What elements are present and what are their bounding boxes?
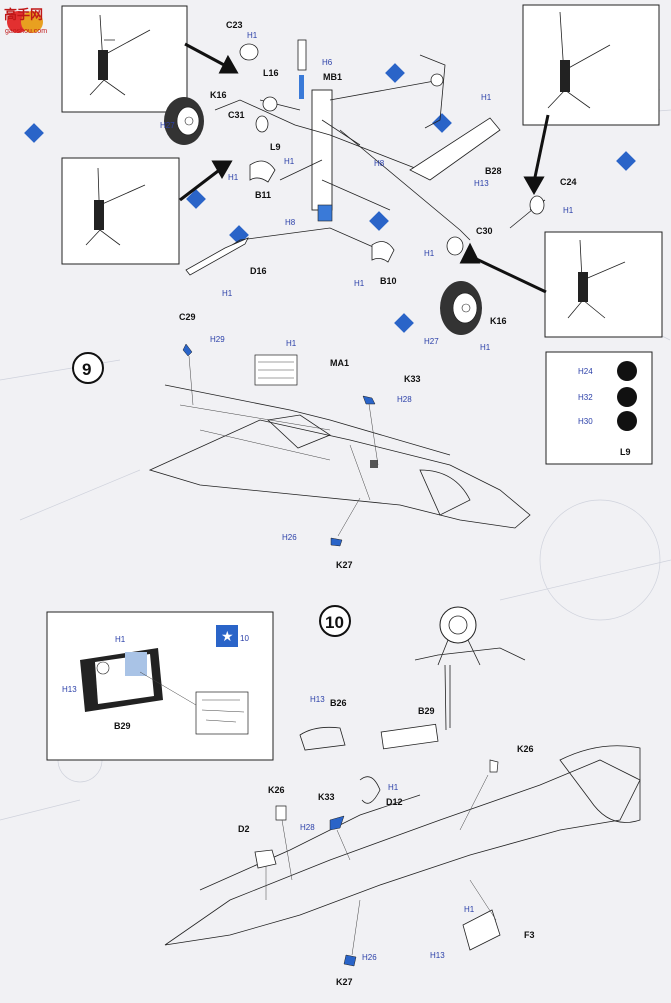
step10-fuselage — [164, 723, 641, 967]
ref-k16-h27: H27 — [160, 121, 175, 130]
label-b26: B26 — [330, 698, 347, 708]
watermark-subtext: gaoshou.com — [5, 28, 47, 35]
b29-detail-inset: ★ 10 H1 H13 B29 — [46, 611, 274, 761]
blue-diamond-markers — [24, 63, 636, 333]
inset-gear-view-top-left — [61, 5, 188, 113]
ref-f3-h13: H13 — [430, 951, 445, 960]
label-c23: C23 — [226, 20, 243, 30]
inset-gear-view-top-right — [522, 4, 660, 126]
legend-ref-1: H24 — [578, 367, 593, 376]
step10-part-labels: B26 B29 K26 K26 K33 D12 D2 F3 K27 — [238, 698, 535, 987]
label-l9: L9 — [270, 142, 281, 152]
label-b29-inset: B29 — [114, 721, 131, 731]
label-d16: D16 — [250, 266, 267, 276]
l9-color-legend: H24 H32 H30 L9 — [545, 351, 653, 465]
ref-c30-h1: H1 — [424, 249, 435, 258]
label-c24: C24 — [560, 177, 577, 187]
watermark: 高手网 gaoshou.com — [4, 7, 47, 35]
label-c29: C29 — [179, 312, 196, 322]
ref-c23-h1: H1 — [247, 31, 258, 40]
small-gear-parts — [239, 43, 546, 256]
legend-ref-3: H30 — [578, 417, 593, 426]
ref-b11-h1: H1 — [228, 173, 239, 182]
step9-part-labels: C23 L16 MB1 K16 C31 L9 B28 B11 C24 D16 B… — [179, 20, 577, 570]
ref-body-h8: H8 — [374, 159, 385, 168]
ref-l9-h1: H1 — [284, 157, 295, 166]
label-b28: B28 — [485, 166, 502, 176]
watermark-text: 高手网 — [4, 7, 43, 22]
ref-k16-h1: H1 — [480, 343, 491, 352]
ref-d16-h1: H1 — [222, 289, 233, 298]
ref-b26-h13: H13 — [310, 695, 325, 704]
ref-inset-h1: H1 — [115, 635, 126, 644]
label-f3: F3 — [524, 930, 535, 940]
ref-k33-h28: H28 — [300, 823, 315, 832]
legend-title: L9 — [620, 447, 631, 457]
ref-c29-h29: H29 — [210, 335, 225, 344]
label-k26-right: K26 — [517, 744, 534, 754]
inset-gear-view-bottom-right — [544, 231, 663, 338]
label-k26-left: K26 — [268, 785, 285, 795]
legend-ref-2: H32 — [578, 393, 593, 402]
ref-body-h8b: H8 — [285, 218, 296, 227]
step-10-badge: 10 — [319, 605, 351, 637]
ref-k27-h26: H26 — [362, 953, 377, 962]
svg-text:10: 10 — [325, 613, 344, 632]
label-k33-s10: K33 — [318, 792, 335, 802]
ref-ma1-h1: H1 — [286, 339, 297, 348]
step9-color-refs: H1 H6 H27 H1 H1 H8 H13 H1 H8 H1 H1 H1 H1… — [160, 31, 574, 542]
label-k33: K33 — [404, 374, 421, 384]
label-k27-s10: K27 — [336, 977, 353, 987]
step10-color-refs: H13 H1 H28 H1 H13 H26 — [300, 695, 475, 962]
svg-text:9: 9 — [82, 360, 91, 379]
wheel-k16-left — [164, 97, 204, 145]
landing-gear-assembly — [185, 39, 501, 276]
label-b11: B11 — [255, 190, 271, 200]
inset-gear-view-mid-left — [61, 157, 180, 265]
label-l16: L16 — [263, 68, 279, 78]
ref-l16-h6: H6 — [322, 58, 333, 67]
pointer-arrows — [179, 42, 550, 294]
label-k16-left: K16 — [210, 90, 227, 100]
label-c30: C30 — [476, 226, 493, 236]
ref-inset-h13: H13 — [62, 685, 77, 694]
step-9-badge: 9 — [72, 352, 104, 384]
svg-text:★: ★ — [221, 628, 234, 644]
wheel-k16-right — [440, 281, 482, 335]
label-d12: D12 — [386, 797, 403, 807]
label-b10: B10 — [380, 276, 397, 286]
label-k27: K27 — [336, 560, 353, 570]
nose-gear-step10 — [414, 606, 526, 731]
ref-b10-h1: H1 — [354, 279, 365, 288]
label-b29: B29 — [418, 706, 435, 716]
ref-b28-h13: H13 — [474, 179, 489, 188]
ref-c24-h1: H1 — [563, 206, 574, 215]
decal-number: 10 — [240, 634, 249, 643]
label-ma1: MA1 — [330, 358, 349, 368]
ref-b28-h1: H1 — [481, 93, 492, 102]
step9-fuselage — [148, 343, 531, 547]
ref-k27-h26: H26 — [282, 533, 297, 542]
label-mb1: MB1 — [323, 72, 342, 82]
ref-f3-h1: H1 — [464, 905, 475, 914]
label-d2: D2 — [238, 824, 250, 834]
label-c31: C31 — [228, 110, 245, 120]
ref-k33-h28: H28 — [397, 395, 412, 404]
ref-d12-h1: H1 — [388, 783, 399, 792]
ref-k16-h27b: H27 — [424, 337, 439, 346]
label-k16-right: K16 — [490, 316, 507, 326]
